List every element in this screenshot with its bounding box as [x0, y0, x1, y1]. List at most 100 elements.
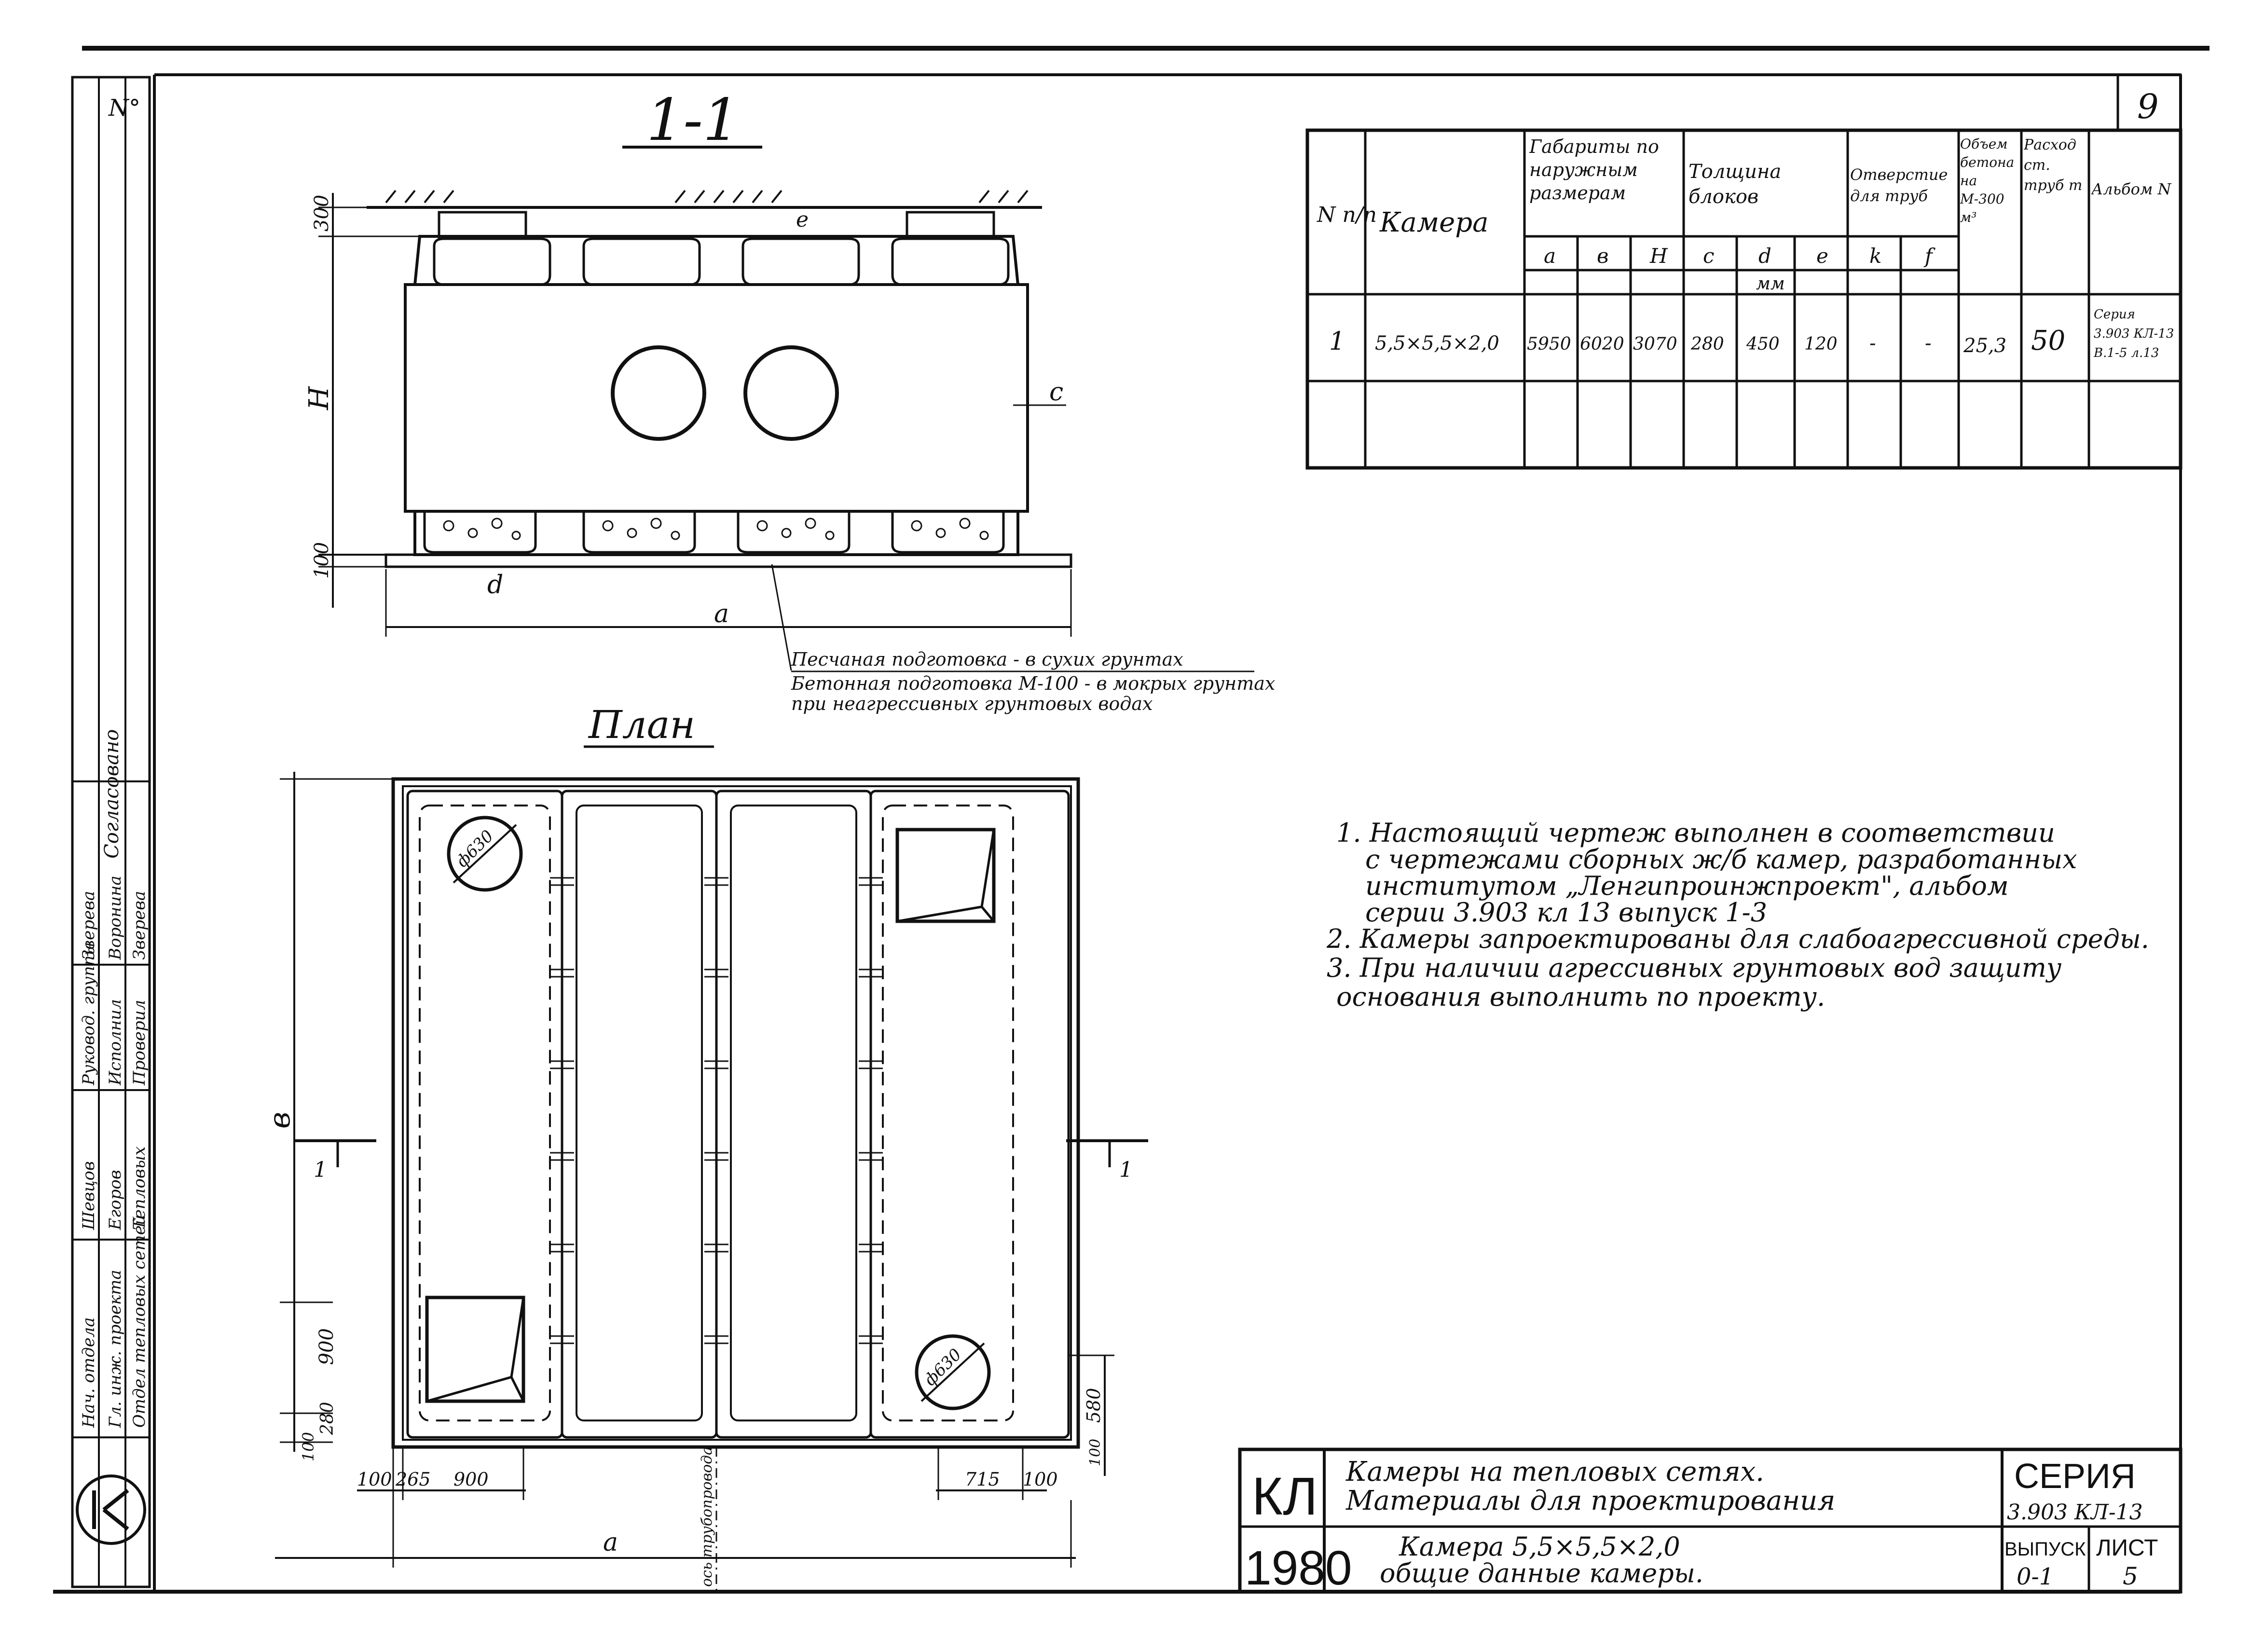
stamp-role-1: Нач. отдела	[79, 1317, 98, 1428]
tb-subtitle-1: Камера 5,5×5,5×2,0	[1399, 1531, 1680, 1562]
pipe-opening-1	[611, 345, 706, 441]
th-albom: Альбом N	[2091, 180, 2171, 198]
sub-a: a	[1544, 244, 1556, 268]
plan-left-dim-2: 280	[317, 1402, 337, 1435]
plan-bottom-dim-2: 265	[395, 1469, 431, 1490]
svg-text:6020: 6020	[1580, 334, 1624, 354]
tb-seria-value: 3.903 КЛ-13	[2007, 1500, 2143, 1525]
th-gabarity: Габариты по наружным размерам	[1529, 136, 1659, 204]
cut-marker-right: 1	[1066, 1139, 1148, 1182]
sub-f: f	[1923, 244, 1935, 268]
th-tolshchina: Толщина блоков	[1688, 161, 1781, 208]
joint-marks	[550, 877, 883, 1344]
svg-text:Серия: Серия	[2094, 307, 2135, 322]
plan-bottom-dim-3: 900	[453, 1469, 489, 1490]
title-block: КЛ 1980 Камеры на тепловых сетях. Матери…	[1238, 1447, 2182, 1595]
tb-year: 1980	[1245, 1541, 1352, 1595]
note-line-4: серии 3.903 кл 13 выпуск 1-3	[1365, 897, 1767, 928]
plan-bottom-dim-4: 715	[965, 1469, 1000, 1490]
dim-height-top: 300	[311, 195, 333, 232]
stamp-logo	[76, 1475, 146, 1545]
stamp-approved: Согласовано	[101, 729, 123, 859]
plan-right-dim-b: 100	[1087, 1439, 1104, 1466]
spec-table: N п/п Камера Габариты по наружным размер…	[1305, 128, 2182, 470]
plan-right-dim: 580	[1083, 1388, 1104, 1423]
svg-text:50: 50	[2031, 325, 2065, 356]
svg-text:3070: 3070	[1633, 334, 1677, 354]
tb-list-label: ЛИСТ	[2096, 1535, 2158, 1561]
general-notes: 1. Настоящий чертеж выполнен в соответст…	[1326, 818, 2149, 1012]
stamp-name-5: Воронина	[106, 875, 125, 960]
svg-text:1: 1	[1329, 327, 1345, 356]
note-line-2: с чертежами сборных ж/б камер, разработа…	[1365, 844, 2077, 874]
dim-a-label: a	[714, 600, 729, 628]
sheet-number-box: 9	[2116, 73, 2182, 132]
dim-h-label: H	[303, 386, 335, 410]
floor-ribs	[423, 510, 1005, 554]
stamp-role-6: Проверил	[130, 1000, 149, 1086]
label-e: e	[796, 207, 809, 232]
cut-marker-right-label: 1	[1119, 1158, 1133, 1182]
manhole-bottom-left	[425, 1296, 525, 1403]
plan-b-label: в	[263, 1112, 297, 1129]
stamp-name-2: Егоров	[106, 1170, 125, 1231]
stamp-role-3: Отдел тепловых сетей	[130, 1215, 149, 1428]
roof-ribs	[433, 237, 1010, 286]
tb-subtitle-2: общие данные камеры.	[1380, 1558, 1703, 1588]
foundation-note-1: Песчаная подготовка - в сухих грунтах	[791, 649, 1183, 670]
tb-seria-label: СЕРИЯ	[2014, 1457, 2136, 1496]
stamp-name-3: Тепловых	[130, 1147, 149, 1230]
stamp-name-1: Шевцов	[79, 1161, 98, 1230]
label-d: d	[487, 571, 503, 600]
stamp-top: N°	[108, 95, 140, 122]
pipe-hole-bottom-right: ф630	[915, 1334, 991, 1410]
note-line-6: 3. При наличии агрессивных грунтовых вод…	[1327, 953, 2062, 983]
cut-marker-left-label: 1	[314, 1158, 327, 1182]
plan-bottom-dim-5: 100	[1023, 1469, 1058, 1490]
sub-k: k	[1869, 244, 1881, 268]
foundation-note-2: Бетонная подготовка М-100 - в мокрых гру…	[791, 673, 1275, 694]
svg-text:25,3: 25,3	[1963, 335, 2006, 357]
stamp-role-2: Гл. инж. проекта	[106, 1270, 125, 1428]
label-c: c	[1049, 378, 1063, 407]
svg-text:В.1-5 л.13: В.1-5 л.13	[2093, 346, 2159, 360]
stamp-role-5: Исполнил	[106, 999, 125, 1086]
tb-vypusk-value: 0-1	[2017, 1563, 2054, 1590]
plan-axis-label: ось трубопровода	[699, 1447, 715, 1587]
plan-view: План ф630 ф630	[263, 702, 1148, 1592]
svg-text:-: -	[1925, 332, 1932, 355]
sub-d: d	[1758, 244, 1771, 268]
note-line-1: 1. Настоящий чертеж выполнен в соответст…	[1336, 818, 2055, 848]
svg-text:5950: 5950	[1527, 334, 1571, 354]
pipe-opening-2	[743, 345, 839, 441]
tb-org: КЛ	[1252, 1467, 1318, 1526]
note-line-7: основания выполнить по проекту.	[1336, 982, 1825, 1012]
dim-height-bottom: 100	[311, 542, 333, 579]
stamp-role-4: Руковод. группы	[79, 942, 98, 1086]
sub-e: e	[1816, 244, 1828, 268]
tb-list-value: 5	[2123, 1562, 2138, 1590]
sheet-number: 9	[2137, 87, 2159, 126]
tb-title-2: Материалы для проектирования	[1345, 1485, 1835, 1516]
plan-a-label: a	[603, 1528, 618, 1557]
sub-b: в	[1597, 244, 1608, 268]
svg-text:450: 450	[1746, 334, 1780, 354]
note-line-3: институтом „Ленгипроинжпроект", альбом	[1365, 871, 2009, 901]
plan-left-dim-1: 900	[316, 1328, 338, 1365]
stamp-name-6: Зверева	[130, 891, 149, 960]
th-rashod: Расход ст. труб т	[2024, 137, 2082, 194]
th-camera: Камера	[1379, 207, 1489, 238]
svg-text:5,5×5,5×2,0: 5,5×5,5×2,0	[1375, 332, 1499, 355]
left-stamp: N° Согласовано Нач. отдела Гл. инж. прое…	[71, 76, 151, 1588]
svg-text:3.903 КЛ-13: 3.903 КЛ-13	[2094, 327, 2174, 341]
svg-text:120: 120	[1804, 334, 1838, 354]
plan-title: План	[588, 702, 695, 747]
foundation-note-3: при неагрессивных грунтовых водах	[791, 693, 1153, 714]
section-1-1: 1-1	[303, 87, 1275, 714]
th-otverstie: Отверстие для труб	[1850, 165, 1948, 205]
stamp-name-4: Зверева	[79, 891, 98, 960]
table-row: 1 5,5×5,5×2,0 5950 6020 3070 280 450 120…	[1329, 307, 2174, 360]
plan-left-dim-3: 100	[299, 1432, 317, 1461]
th-num: N п/п	[1317, 203, 1377, 227]
